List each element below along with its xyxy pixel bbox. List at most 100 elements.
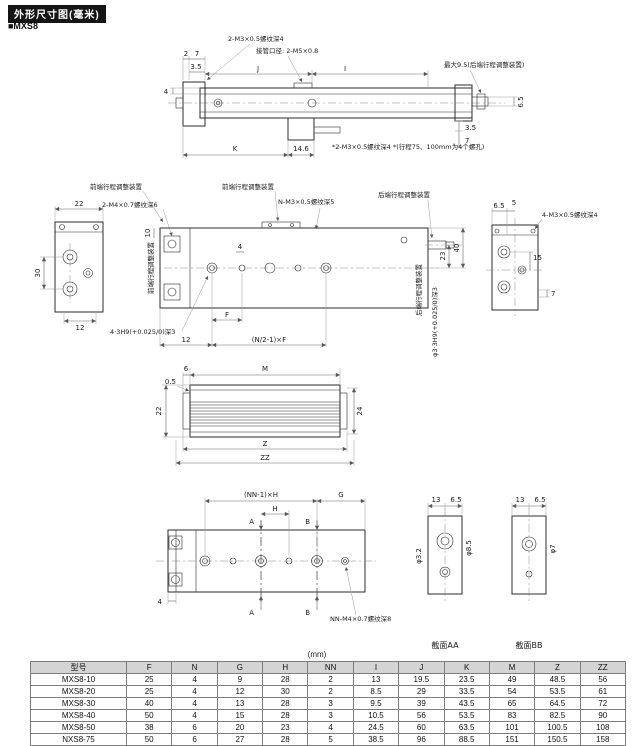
model-cell: MXS8-30: [30, 697, 127, 710]
value-cell: 28: [262, 709, 309, 722]
value-cell: 30: [262, 685, 309, 698]
value-cell: 12: [216, 685, 264, 698]
column-header: M: [488, 661, 536, 674]
value-cell: 29: [398, 685, 445, 698]
front-adjuster-label: 前端行程调整装置: [90, 182, 143, 191]
value-cell: 23: [262, 721, 309, 734]
value-cell: 100.5: [534, 721, 581, 734]
dim-12: 12: [76, 324, 85, 332]
value-cell: 88.5: [443, 733, 490, 746]
dim-I: I: [344, 65, 346, 73]
column-header: K: [443, 661, 490, 674]
dim-22: 22: [75, 200, 84, 208]
plan-view-drawing: 前端行程调整装置 2-M4×0.7螺纹深6 前端行程调整装置 N-M3×0.5螺…: [90, 182, 466, 357]
column-header: NN: [307, 661, 354, 674]
column-header: I: [352, 661, 400, 674]
dim-12-plan: 12: [182, 336, 191, 344]
thread-note-top: 2-M3×0.5螺纹深4: [228, 34, 284, 43]
rear-adjuster-label: 后端行程调整装置: [378, 190, 431, 199]
value-cell: 4: [171, 697, 218, 710]
aa-dim-13: 13: [432, 496, 441, 504]
value-cell: 65: [488, 697, 536, 710]
thread-n-label: N-M3×0.5螺纹深5: [278, 197, 334, 206]
value-cell: 6: [171, 733, 218, 746]
page-title: 外形尺寸图(毫米): [8, 5, 106, 23]
dim-24: 24: [356, 406, 364, 415]
value-cell: 6: [171, 721, 218, 734]
dim-H: H: [272, 505, 277, 513]
value-cell: 72: [579, 697, 627, 710]
section-bb-caption: 截面BB: [516, 640, 543, 650]
dim-3-5: 3.5: [190, 63, 201, 71]
value-cell: 25: [125, 685, 173, 698]
value-cell: 40: [125, 697, 173, 710]
dim-10: 10: [144, 229, 152, 238]
thread-4m3-label: 4-M3×0.5螺纹深4: [542, 210, 598, 219]
value-cell: 61: [579, 685, 627, 698]
value-cell: 90: [579, 709, 627, 722]
model-cell: NXS8-75: [30, 733, 127, 746]
value-cell: 151: [488, 733, 536, 746]
dim-7-end: 7: [551, 290, 555, 298]
model-label: ■MXS8: [8, 21, 38, 31]
value-cell: 50: [125, 709, 173, 722]
dim-7: 7: [195, 50, 199, 58]
value-cell: 9.5: [352, 697, 400, 710]
value-cell: 9: [216, 673, 264, 686]
side-view-drawing: 2 7 3.5 J I 4 6.5 3.5 7 K 14.6 2-M3: [164, 34, 525, 158]
value-cell: 82.5: [534, 709, 581, 722]
value-cell: 54: [488, 685, 536, 698]
value-cell: 3: [307, 697, 354, 710]
value-cell: 96: [398, 733, 445, 746]
right-vertical-label: 后端行程调整装置: [414, 264, 423, 317]
value-cell: 4: [171, 709, 218, 722]
value-cell: 24.5: [352, 721, 400, 734]
unit-note: (mm): [307, 650, 327, 659]
left-vertical-label: 前端行程调整装置: [146, 242, 155, 295]
value-cell: 38: [125, 721, 173, 734]
value-cell: 27: [216, 733, 264, 746]
value-cell: 2: [307, 685, 354, 698]
value-cell: 8.5: [352, 685, 400, 698]
value-cell: 38.5: [352, 733, 400, 746]
span-formula: (NN-1)×H: [244, 491, 278, 499]
dim-F: F: [225, 311, 229, 319]
column-header: Z: [534, 661, 581, 674]
bb-dim-6-5: 6.5: [534, 496, 545, 504]
value-cell: 28: [262, 673, 309, 686]
bottom-view-drawing: (NN-1)×H G H A B A B 4 NN-M4×0.7螺纹深8: [156, 491, 391, 623]
value-cell: 50: [125, 733, 173, 746]
value-cell: 28: [262, 697, 309, 710]
value-cell: 4: [171, 673, 218, 686]
pitch-formula: (N/2-1)×F: [252, 336, 286, 344]
section-a-top: A: [249, 518, 254, 526]
aa-dia-small: φ3.2: [415, 548, 423, 564]
value-cell: 43.5: [443, 697, 490, 710]
value-cell: 23.5: [443, 673, 490, 686]
left-end-view: 22 30 12: [34, 200, 104, 332]
dim-14-6: 14.6: [293, 145, 309, 153]
section-aa: 13 6.5 φ3.2 φ8.5 截面AA: [415, 496, 473, 650]
value-cell: 19.5: [398, 673, 445, 686]
dim-5-end: 5: [512, 199, 516, 207]
column-header: ZZ: [579, 661, 627, 674]
thread-nn-label: NN-M4×0.7螺纹深8: [330, 614, 391, 623]
value-cell: 158: [579, 733, 627, 746]
section-b-bottom: B: [305, 609, 310, 617]
dim-K: K: [233, 145, 238, 153]
value-cell: 15: [216, 709, 264, 722]
value-cell: 20: [216, 721, 264, 734]
dim-4-plan: 4: [238, 243, 243, 251]
column-header: H: [262, 661, 309, 674]
value-cell: 108: [579, 721, 627, 734]
value-cell: 4: [307, 721, 354, 734]
model-cell: MXS8-50: [30, 721, 127, 734]
value-cell: 13: [352, 673, 400, 686]
max-stroke-note: 最大9.5(后端行程调整装置): [444, 60, 524, 69]
section-aa-caption: 截面AA: [431, 640, 459, 650]
column-header: N: [171, 661, 218, 674]
